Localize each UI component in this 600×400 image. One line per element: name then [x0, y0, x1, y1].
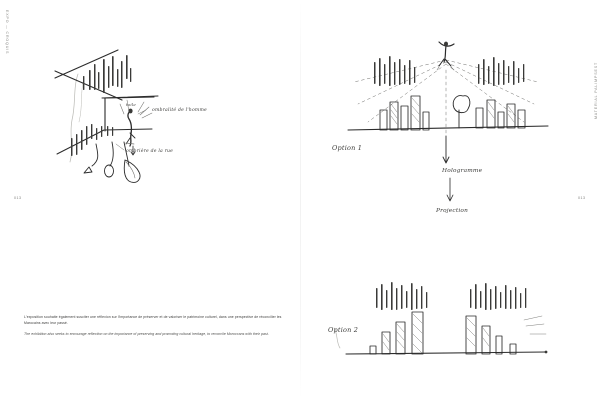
- sketch-ink-top-right: Option 1 Hologramme Projection: [332, 41, 549, 214]
- annotation-projection: Projection: [435, 208, 468, 214]
- caption-french: L'exposition souhaite également susciter…: [24, 315, 282, 325]
- sketch-option-2-street-elevation: Option 2: [318, 276, 580, 380]
- annotation-hologramme: Hologramme: [441, 168, 483, 174]
- sketch-ink-left: toile ombralité de l'homme ombrière de l…: [54, 49, 207, 183]
- folio-left: 013: [14, 196, 22, 200]
- running-head-left: EXPO — CROQUIS: [5, 10, 9, 55]
- page-gutter: [300, 0, 301, 400]
- annotation-ombralite: ombralité de l'homme: [152, 106, 207, 113]
- sketch-option-1-street-elevation: Option 1 Hologramme Projection: [318, 26, 580, 222]
- annotation-toile: toile: [126, 102, 136, 107]
- sketch-perspective-hanging-installation: toile ombralité de l'homme ombrière de l…: [26, 26, 276, 206]
- folio-right: 013: [578, 196, 586, 200]
- annotation-option-2: Option 2: [328, 326, 358, 334]
- caption-block: L'exposition souhaite également susciter…: [24, 315, 286, 338]
- sketch-ink-bot-right: Option 2: [328, 282, 548, 355]
- caption-english: The exhibition also seeks to encourage r…: [24, 332, 269, 337]
- annotation-ombriere: ombrière de la rue: [126, 147, 173, 154]
- annotation-option-1: Option 1: [332, 144, 362, 152]
- running-head-right: MATERIAL PALIMPSEST: [594, 62, 598, 120]
